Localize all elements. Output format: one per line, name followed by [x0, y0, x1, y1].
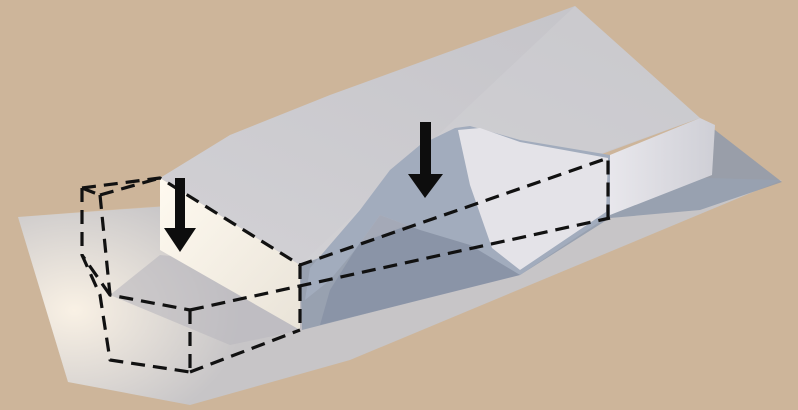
dashed-edge-left-top: [81, 186, 101, 197]
dashed-edge-inner: [99, 176, 161, 197]
dashed-edge-front-bottom: [189, 328, 301, 374]
mass-carved-void-shadow: [320, 215, 520, 325]
push-down-arrow-left: [164, 178, 196, 252]
mass-carved-void-light: [458, 128, 608, 270]
dashed-edge-lower-left: [80, 254, 112, 296]
dashed-edge-bottom: [189, 216, 611, 312]
dashed-volume: [80, 156, 611, 374]
dashed-edge-left-front: [80, 188, 191, 374]
mass-face-right: [610, 118, 715, 215]
push-down-arrow-center: [408, 122, 443, 198]
